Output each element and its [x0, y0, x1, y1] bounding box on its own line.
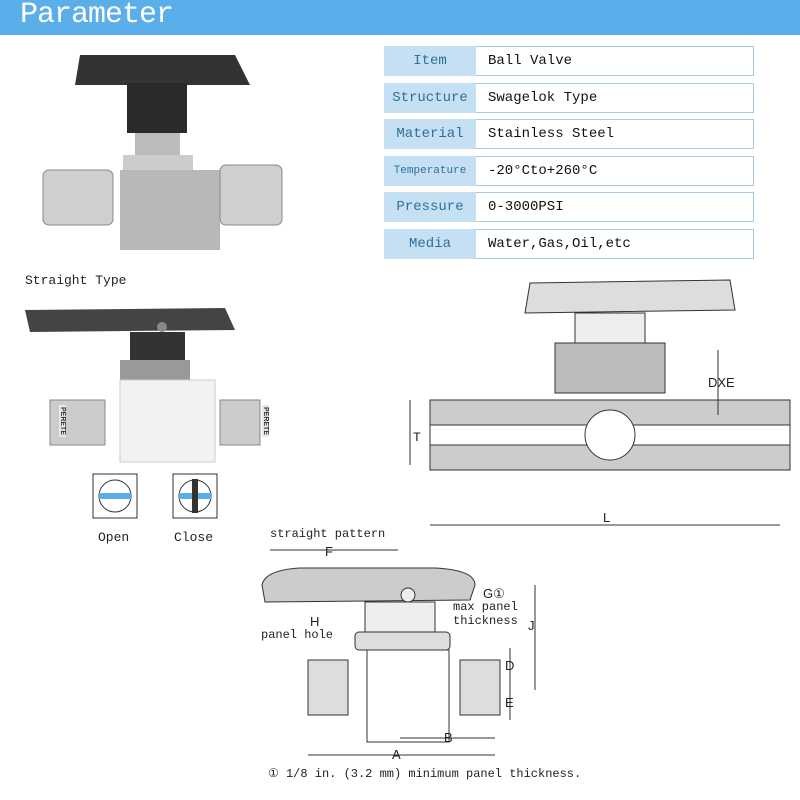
- h-label: H: [310, 614, 320, 629]
- spec-value: Stainless Steel: [476, 119, 754, 149]
- header-banner: Parameter: [0, 0, 800, 35]
- brand-label-left: PERETE: [59, 405, 66, 438]
- t-label: T: [413, 430, 421, 445]
- spec-value: 0-3000PSI: [476, 192, 754, 222]
- a-label: A: [392, 747, 401, 762]
- valve-photo: [42, 55, 283, 250]
- g-note: max panel thickness: [453, 600, 518, 628]
- j-label: J: [528, 618, 535, 633]
- footnote: ① 1/8 in. (3.2 mm) minimum panel thickne…: [268, 767, 582, 781]
- spec-label: Item: [384, 46, 476, 76]
- spec-value: -20°Cto+260°C: [476, 155, 754, 186]
- b-label: B: [444, 730, 453, 745]
- straight-valve-photo: [25, 308, 261, 463]
- spec-label: Material: [384, 119, 476, 149]
- close-position-icon: [172, 473, 218, 519]
- section-diagram: [409, 279, 791, 526]
- spec-value: Swagelok Type: [476, 82, 754, 113]
- straight-type-title: Straight Type: [25, 273, 127, 288]
- open-position-icon: [92, 473, 138, 519]
- f-label: F: [325, 544, 333, 559]
- spec-row: Temperature-20°Cto+260°C: [384, 155, 754, 186]
- open-label: Open: [98, 530, 130, 545]
- e-label: E: [505, 695, 514, 710]
- spec-value: Ball Valve: [476, 46, 754, 76]
- spec-label: Temperature: [384, 155, 476, 186]
- spec-value: Water,Gas,Oil,etc: [476, 228, 754, 259]
- g-label: G①: [483, 586, 505, 601]
- page-title: Parameter: [20, 0, 174, 32]
- d-label: D: [505, 658, 515, 673]
- close-label: Close: [174, 530, 214, 545]
- dimension-diagram: [261, 549, 536, 756]
- h-note: panel hole: [261, 628, 334, 642]
- l-label: L: [603, 510, 611, 525]
- spec-label: Structure: [384, 82, 476, 113]
- dxe-label: DXE: [708, 375, 735, 390]
- straight-pattern-label: straight pattern: [270, 527, 386, 541]
- spec-label: Pressure: [384, 192, 476, 222]
- brand-label-right: PERETE: [262, 405, 269, 438]
- spec-label: Media: [384, 228, 476, 259]
